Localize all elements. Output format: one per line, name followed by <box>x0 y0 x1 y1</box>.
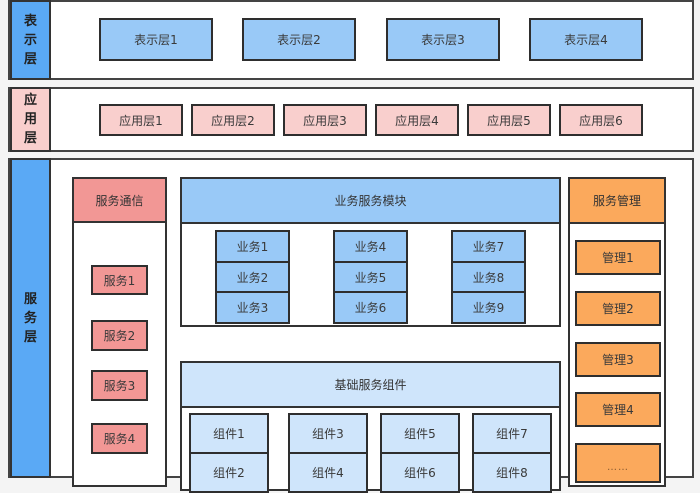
business-cell-6[interactable]: 业务6 <box>333 293 408 324</box>
label-char: 服 <box>23 291 37 307</box>
business-cell-2[interactable]: 业务2 <box>215 263 290 293</box>
application-box-3[interactable]: 应用层3 <box>283 104 367 136</box>
management-box-2[interactable]: 管理2 <box>575 291 661 326</box>
management-box-1[interactable]: 管理1 <box>575 240 661 275</box>
application-layer-label: 应 用 层 <box>10 87 51 152</box>
management-box-4[interactable]: 管理4 <box>575 392 661 427</box>
business-cell-8[interactable]: 业务8 <box>451 263 526 293</box>
business-cell-3[interactable]: 业务3 <box>215 293 290 324</box>
component-cell-4[interactable]: 组件4 <box>288 454 368 493</box>
component-column-1: 组件1 组件2 <box>189 413 269 493</box>
management-box-more[interactable]: …… <box>575 443 661 483</box>
service-management-title: 服务管理 <box>570 179 664 224</box>
label-char: 层 <box>23 51 37 67</box>
application-box-6[interactable]: 应用层6 <box>559 104 643 136</box>
component-cell-8[interactable]: 组件8 <box>472 454 552 493</box>
business-cell-7[interactable]: 业务7 <box>451 230 526 263</box>
label-char: 表 <box>23 13 37 29</box>
service-communication-title: 服务通信 <box>74 179 165 223</box>
application-box-2[interactable]: 应用层2 <box>191 104 275 136</box>
label-char: 层 <box>23 131 37 146</box>
component-cell-7[interactable]: 组件7 <box>472 413 552 454</box>
service-box-3[interactable]: 服务3 <box>91 370 148 401</box>
business-cell-5[interactable]: 业务5 <box>333 263 408 293</box>
component-cell-3[interactable]: 组件3 <box>288 413 368 454</box>
component-cell-6[interactable]: 组件6 <box>380 454 460 493</box>
presentation-layer-label: 表 示 层 <box>10 0 51 80</box>
label-char: 用 <box>23 112 37 127</box>
application-box-5[interactable]: 应用层5 <box>467 104 551 136</box>
label-char: 应 <box>23 93 37 108</box>
business-cell-1[interactable]: 业务1 <box>215 230 290 263</box>
service-management-panel: 服务管理 <box>568 177 666 487</box>
presentation-box-3[interactable]: 表示层3 <box>386 18 500 61</box>
presentation-box-4[interactable]: 表示层4 <box>529 18 643 61</box>
component-column-2: 组件3 组件4 <box>288 413 368 493</box>
business-column-1: 业务1 业务2 业务3 <box>215 230 290 324</box>
presentation-box-2[interactable]: 表示层2 <box>242 18 356 61</box>
business-column-3: 业务7 业务8 业务9 <box>451 230 526 324</box>
component-column-4: 组件7 组件8 <box>472 413 552 493</box>
application-box-1[interactable]: 应用层1 <box>99 104 183 136</box>
label-char: 务 <box>23 310 37 326</box>
component-column-3: 组件5 组件6 <box>380 413 460 493</box>
label-char: 示 <box>23 32 37 48</box>
service-box-4[interactable]: 服务4 <box>91 423 148 454</box>
application-box-4[interactable]: 应用层4 <box>375 104 459 136</box>
component-cell-2[interactable]: 组件2 <box>189 454 269 493</box>
presentation-box-1[interactable]: 表示层1 <box>99 18 213 61</box>
management-box-3[interactable]: 管理3 <box>575 342 661 377</box>
component-cell-5[interactable]: 组件5 <box>380 413 460 454</box>
service-layer-label: 服 务 层 <box>10 158 51 478</box>
service-box-2[interactable]: 服务2 <box>91 320 148 351</box>
label-char: 层 <box>23 329 37 345</box>
business-cell-9[interactable]: 业务9 <box>451 293 526 324</box>
base-components-title: 基础服务组件 <box>182 363 559 408</box>
business-column-2: 业务4 业务5 业务6 <box>333 230 408 324</box>
service-box-1[interactable]: 服务1 <box>91 265 148 295</box>
business-cell-4[interactable]: 业务4 <box>333 230 408 263</box>
component-cell-1[interactable]: 组件1 <box>189 413 269 454</box>
ellipsis-icon: …… <box>607 462 629 473</box>
business-module-title: 业务服务模块 <box>182 179 559 224</box>
